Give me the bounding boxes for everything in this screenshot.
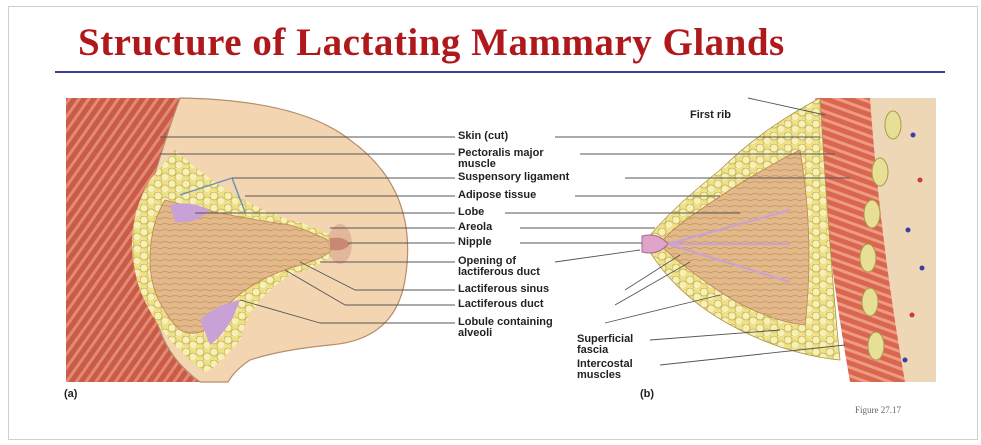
figure-b-drawing: [642, 98, 936, 382]
figure-a-drawing: [66, 98, 408, 382]
figure-credit: Figure 27.17: [855, 405, 901, 415]
figure-label-b: (b): [640, 388, 654, 400]
figure-label-a: (a): [64, 388, 77, 400]
label-intercostal-line2: muscles: [577, 370, 621, 381]
label-skin-cut: Skin (cut): [458, 131, 508, 142]
label-lobule-line2: alveoli: [458, 328, 492, 339]
label-areola: Areola: [458, 222, 492, 233]
label-pectoralis-line2: muscle: [458, 159, 496, 170]
label-suspensory-ligament: Suspensory ligament: [458, 172, 569, 183]
label-opening-line2: lactiferous duct: [458, 267, 540, 278]
label-lobe: Lobe: [458, 207, 484, 218]
label-lactiferous-duct: Lactiferous duct: [458, 299, 544, 310]
label-first-rib: First rib: [690, 110, 731, 121]
label-lactiferous-sinus: Lactiferous sinus: [458, 284, 549, 295]
label-nipple: Nipple: [458, 237, 492, 248]
label-superficial-line2: fascia: [577, 345, 608, 356]
label-adipose-tissue: Adipose tissue: [458, 190, 536, 201]
